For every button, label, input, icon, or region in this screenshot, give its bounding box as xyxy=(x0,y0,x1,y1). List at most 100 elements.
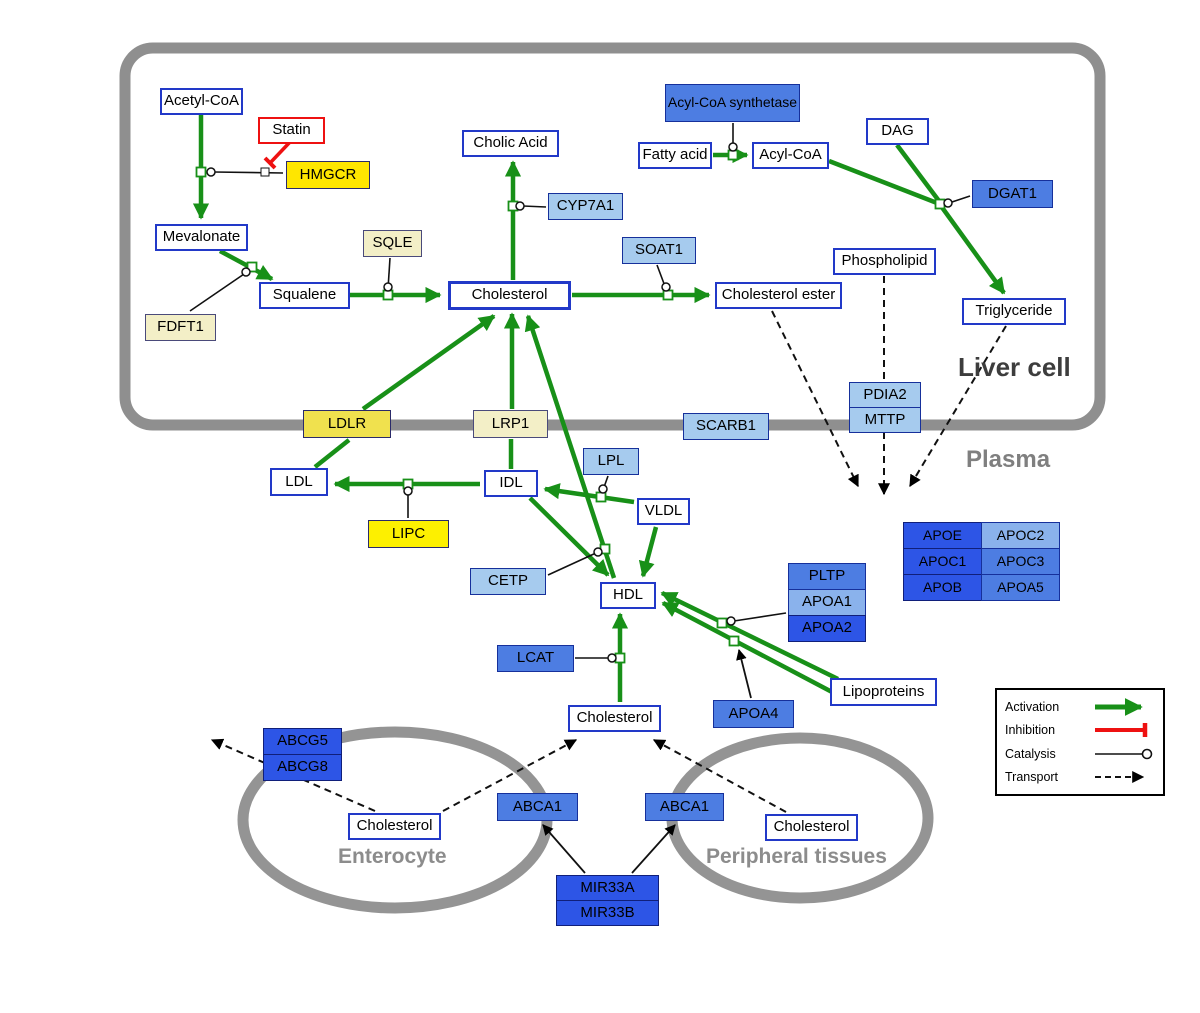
reaction-node xyxy=(246,261,258,273)
reaction-node xyxy=(934,198,946,210)
catalysis-circle xyxy=(241,267,251,277)
catalysis-circle-symbol xyxy=(1095,748,1153,759)
catalysis-circles xyxy=(206,142,953,663)
node-lcat[interactable]: LCAT xyxy=(497,645,574,672)
node-cetp[interactable]: CETP xyxy=(470,568,546,595)
reaction-node xyxy=(614,652,626,664)
node-abcg8[interactable]: ABCG8 xyxy=(263,754,342,781)
liver-cell-label: Liver cell xyxy=(958,352,1071,382)
plasma-label: Plasma xyxy=(966,446,1051,473)
node-apoe[interactable]: APOE xyxy=(903,522,982,549)
edge-hmgcr-catalysis xyxy=(213,171,284,174)
node-mir33a[interactable]: MIR33A xyxy=(556,875,659,901)
edge-cetp-catalysis xyxy=(547,552,597,576)
edge-vldl-idl xyxy=(543,483,635,505)
node-apob[interactable]: APOB xyxy=(903,574,982,601)
node-cholesterol-enterocyte[interactable]: Cholesterol xyxy=(348,813,441,840)
edge-ldl-ldlr xyxy=(313,438,351,469)
node-soat1[interactable]: SOAT1 xyxy=(622,237,696,264)
node-pltp[interactable]: PLTP xyxy=(788,563,866,590)
node-cholic-acid[interactable]: Cholic Acid xyxy=(462,130,559,157)
node-abcg5[interactable]: ABCG5 xyxy=(263,728,342,755)
edge-enterocyte-cholesterol-transport xyxy=(442,739,578,812)
node-fdft1[interactable]: FDFT1 xyxy=(145,314,216,341)
node-pdia2[interactable]: PDIA2 xyxy=(849,382,921,408)
node-lipc[interactable]: LIPC xyxy=(368,520,449,548)
node-abca1-peripheral[interactable]: ABCA1 xyxy=(645,793,724,821)
node-hdl[interactable]: HDL xyxy=(600,582,656,609)
edge-idl-hdl xyxy=(528,496,610,577)
node-lrp1[interactable]: LRP1 xyxy=(473,410,548,438)
node-acyl-coa-synthetase[interactable]: Acyl-CoA synthetase xyxy=(665,84,800,122)
edge-lipoproteins-hdl-upper xyxy=(660,590,839,682)
node-sqle[interactable]: SQLE xyxy=(363,230,422,257)
node-lipoproteins[interactable]: Lipoproteins xyxy=(830,678,937,706)
node-apoa5[interactable]: APOA5 xyxy=(981,574,1060,601)
node-fatty-acid[interactable]: Fatty acid xyxy=(638,142,712,169)
node-apoa2[interactable]: APOA2 xyxy=(788,615,866,642)
node-cyp7a1[interactable]: CYP7A1 xyxy=(548,193,623,220)
statin-inhibition-tbar xyxy=(263,156,277,170)
catalysis-circle xyxy=(403,486,413,496)
edge-peripheral-cholesterol-transport xyxy=(652,739,787,813)
node-mevalonate[interactable]: Mevalonate xyxy=(155,224,248,251)
edge-apoa4-node xyxy=(736,648,752,699)
edge-dag-junction xyxy=(895,143,941,203)
catalysis-circle xyxy=(943,198,953,208)
legend-inhibition-label: Inhibition xyxy=(1005,723,1056,738)
node-apoc1[interactable]: APOC1 xyxy=(903,548,982,575)
node-acetyl-coa[interactable]: Acetyl-CoA xyxy=(160,88,243,115)
node-acyl-coa[interactable]: Acyl-CoA xyxy=(752,142,829,169)
node-apoa1[interactable]: APOA1 xyxy=(788,589,866,616)
node-hmgcr[interactable]: HMGCR xyxy=(286,161,370,189)
reaction-node xyxy=(662,289,674,301)
edge-mir33-abca1-left xyxy=(542,824,586,874)
node-ldlr[interactable]: LDLR xyxy=(303,410,391,438)
node-apoa4[interactable]: APOA4 xyxy=(713,700,794,728)
catalysis-circle xyxy=(383,282,393,292)
edge-cyp7a1-catalysis xyxy=(522,205,547,208)
peripheral-tissues-label: Peripheral tissues xyxy=(706,845,887,868)
edge-acylcoa-junction xyxy=(828,158,938,206)
node-idl[interactable]: IDL xyxy=(484,470,538,497)
reaction-node xyxy=(727,149,739,161)
node-apoc2[interactable]: APOC2 xyxy=(981,522,1060,549)
node-mttp[interactable]: MTTP xyxy=(849,407,921,433)
node-cholesterol-liver[interactable]: Cholesterol xyxy=(448,281,571,310)
catalysis-circle xyxy=(515,201,525,211)
catalysis-circle xyxy=(598,484,608,494)
node-cholesterol-ester[interactable]: Cholesterol ester xyxy=(715,282,842,309)
reaction-node xyxy=(382,289,394,301)
node-triglyceride[interactable]: Triglyceride xyxy=(962,298,1066,325)
node-cholesterol-plasma[interactable]: Cholesterol xyxy=(568,705,661,732)
node-statin[interactable]: Statin xyxy=(258,117,325,144)
legend-activation-label: Activation xyxy=(1005,700,1060,714)
node-abca1-enterocyte[interactable]: ABCA1 xyxy=(497,793,578,821)
catalysis-circle xyxy=(206,167,216,177)
edge-mevalonate-squalene xyxy=(218,249,274,281)
catalysis-circle xyxy=(661,282,671,292)
edge-hdl-cholesterol xyxy=(524,314,617,579)
node-dag[interactable]: DAG xyxy=(866,118,929,145)
transport-arrow-symbol xyxy=(1095,770,1145,783)
node-mir33b[interactable]: MIR33B xyxy=(556,900,659,926)
edge-ldlr-cholesterol xyxy=(361,314,496,411)
node-cholesterol-peripheral[interactable]: Cholesterol xyxy=(765,814,858,841)
node-lpl[interactable]: LPL xyxy=(583,448,639,475)
node-phospholipid[interactable]: Phospholipid xyxy=(833,248,936,275)
edge-fdft1-catalysis xyxy=(189,271,248,312)
legend-row-activation: Activation xyxy=(1005,696,1155,718)
inhibition-tbar-symbol xyxy=(1095,723,1148,738)
legend-row-inhibition: Inhibition xyxy=(1005,719,1155,741)
node-dgat1[interactable]: DGAT1 xyxy=(972,180,1053,208)
node-vldl[interactable]: VLDL xyxy=(637,498,690,525)
edge-statin-inhibition xyxy=(269,140,292,164)
node-scarb1[interactable]: SCARB1 xyxy=(683,413,769,440)
activation-edges xyxy=(192,114,1006,702)
node-squalene[interactable]: Squalene xyxy=(259,282,350,309)
node-ldl[interactable]: LDL xyxy=(270,468,328,496)
node-apoc3[interactable]: APOC3 xyxy=(981,548,1060,575)
inhibition-edges xyxy=(263,140,292,170)
